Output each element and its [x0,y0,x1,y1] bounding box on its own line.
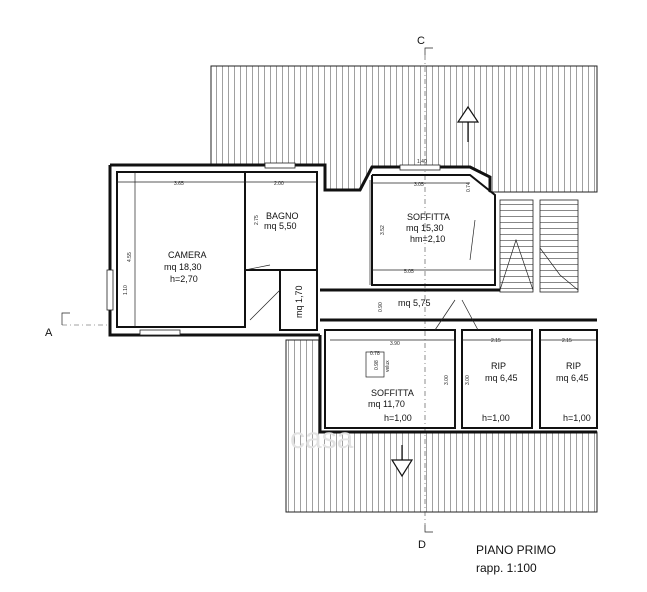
plan-scale: rapp. 1:100 [476,561,537,575]
svg-text:5.05: 5.05 [404,269,414,275]
svg-text:3.00: 3.00 [465,375,471,385]
svg-text:0.74: 0.74 [466,182,472,192]
svg-text:mq 15,30: mq 15,30 [406,223,444,233]
svg-text:h=2,70: h=2,70 [170,274,198,284]
svg-text:mq 18,30: mq 18,30 [164,262,202,272]
svg-text:A: A [45,327,53,339]
svg-text:mq 5,75: mq 5,75 [398,298,431,308]
svg-text:h=1,00: h=1,00 [482,413,510,423]
svg-text:4.55: 4.55 [127,252,133,262]
svg-text:h=1,00: h=1,00 [384,413,412,423]
svg-text:2.15: 2.15 [491,338,501,344]
svg-text:mq 11,70: mq 11,70 [368,399,405,409]
svg-text:CAMERA: CAMERA [168,250,207,260]
svg-text:RIP: RIP [566,361,581,371]
dimension-lines [117,172,597,428]
room-camera: CAMERA mq 18,30 h=2,70 3.65 4.55 1.10 [123,181,207,295]
velux-skylight [365,351,385,378]
section-marker-d: D [418,525,433,551]
svg-text:D: D [418,539,426,551]
room-soffitta-bottom: SOFFITTA mq 11,70 h=1,00 3.90 3.00 velux… [368,341,450,423]
svg-text:C: C [417,35,425,47]
svg-text:3.00: 3.00 [444,375,450,385]
svg-text:2.75: 2.75 [254,215,260,225]
svg-text:mq 5,50: mq 5,50 [264,221,297,231]
windows [106,162,441,336]
svg-text:hm=2,10: hm=2,10 [410,234,445,244]
walls [108,163,598,434]
svg-text:mq 1,70: mq 1,70 [294,285,304,318]
svg-text:2.15: 2.15 [562,338,572,344]
svg-text:mq 6,45: mq 6,45 [556,373,589,383]
room-bagno: BAGNO mq 5,50 2.00 2.75 [254,181,299,231]
svg-text:3.90: 3.90 [390,341,400,347]
doors [244,219,479,331]
stair-left [499,199,534,293]
svg-text:velux: velux [385,360,391,372]
room-rip-left: RIP mq 6,45 h=1,00 2.15 3.00 [465,338,518,423]
svg-text:1.40: 1.40 [417,159,427,165]
svg-text:SOFFITTA: SOFFITTA [371,388,414,398]
svg-text:0.90: 0.90 [378,302,384,312]
svg-text:RIP: RIP [491,361,506,371]
stair-right [539,199,579,293]
svg-text:0.98: 0.98 [374,360,380,370]
plan-title: PIANO PRIMO [476,543,556,557]
watermark: casa [290,422,354,455]
svg-text:h=1,00: h=1,00 [563,413,591,423]
section-marker-c: C [417,35,433,55]
section-marker-a: A [45,312,70,339]
svg-text:3.52: 3.52 [380,225,386,235]
arrow-down-icon [390,445,414,478]
room-disimpegno: mq 1,70 [294,285,304,318]
svg-text:0.78: 0.78 [370,351,380,357]
svg-text:1.10: 1.10 [123,285,129,295]
svg-text:2.00: 2.00 [274,181,284,187]
roof-top [210,65,598,193]
svg-text:3.65: 3.65 [174,181,184,187]
arrow-up-icon [456,105,480,142]
room-rip-right: RIP mq 6,45 h=1,00 2.15 [556,338,591,423]
room-soffitta-top: SOFFITTA mq 15,30 hm=2,10 3.05 1.40 0.74… [380,159,472,275]
svg-text:SOFFITTA: SOFFITTA [407,212,450,222]
svg-text:3.05: 3.05 [414,182,424,188]
room-corridoio: mq 5,75 0.90 [378,298,431,312]
svg-text:BAGNO: BAGNO [266,211,299,221]
svg-text:mq 6,45: mq 6,45 [485,373,518,383]
